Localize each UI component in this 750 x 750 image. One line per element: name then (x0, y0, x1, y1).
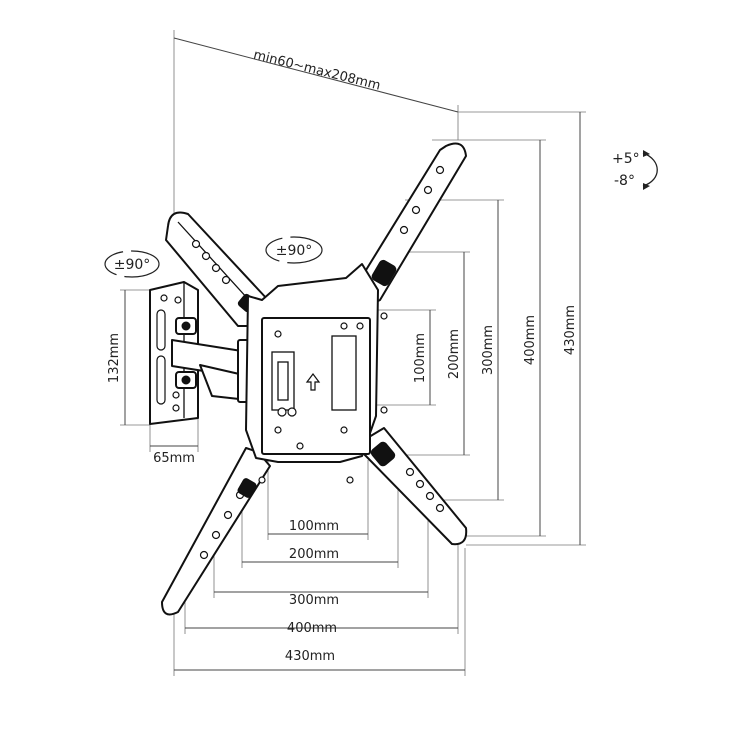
horizontal-430-label: 430mm (285, 649, 335, 664)
center-mounting-plate (245, 263, 388, 484)
up-arrow-icon (305, 373, 321, 391)
tilt-down-label: -8° (614, 173, 635, 189)
vertical-dimensions: 100mm 200mm 300mm 400mm 430mm (360, 111, 586, 546)
rotate-arrows-icon (104, 250, 160, 278)
arrow-head-up-icon (643, 150, 650, 157)
horizontal-100-label: 100mm (289, 519, 339, 534)
horizontal-400-label: 400mm (287, 621, 337, 636)
curved-arrow-icon (642, 152, 658, 187)
rotation-label: ±90° (276, 243, 313, 259)
horizontal-200-label: 200mm (289, 547, 339, 562)
wall-height-label: 132mm (107, 333, 122, 383)
vertical-200-label: 200mm (447, 329, 462, 379)
vertical-430-label: 430mm (563, 305, 578, 355)
horizontal-dimensions: 100mm 200mm 300mm 400mm 430mm (173, 460, 466, 676)
lower-right-arm (361, 427, 468, 546)
rotation-indicator: ±90° (265, 236, 323, 264)
lower-left-arm (161, 447, 271, 616)
depth-dimension: min60~max208mm (173, 30, 459, 215)
vertical-100-label: 100mm (413, 333, 428, 383)
horizontal-300-label: 300mm (289, 593, 339, 608)
vertical-300-label: 300mm (481, 325, 496, 375)
vertical-400-label: 400mm (523, 315, 538, 365)
tilt-indicator: +5° -8° (612, 150, 658, 190)
wall-width-label: 65mm (153, 451, 195, 466)
swivel-indicator: ±90° (104, 250, 160, 278)
depth-range-label: min60~max208mm (252, 48, 382, 94)
arrow-head-down-icon (643, 183, 650, 190)
tilt-up-label: +5° (612, 151, 640, 167)
rotate-arrows-icon (265, 236, 323, 264)
swivel-label: ±90° (114, 257, 151, 273)
